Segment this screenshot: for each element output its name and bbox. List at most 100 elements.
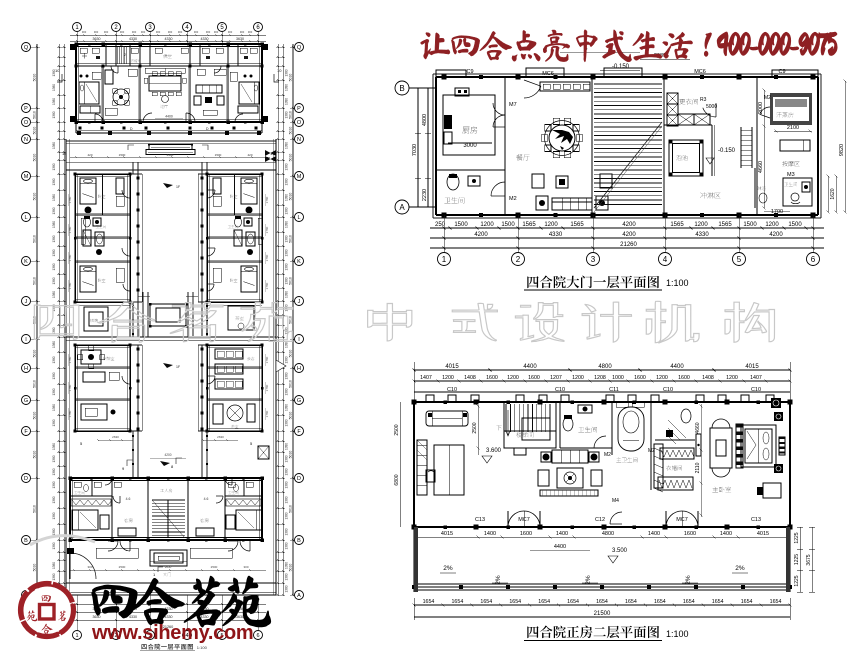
svg-text:8: 8 [171, 464, 174, 469]
svg-text:2500: 2500 [119, 565, 126, 569]
svg-text:5010: 5010 [33, 154, 37, 162]
svg-text:1380: 1380 [285, 481, 289, 488]
svg-text:4400: 4400 [165, 115, 173, 119]
svg-text:4015: 4015 [745, 364, 759, 370]
svg-text:1380: 1380 [52, 481, 56, 488]
svg-text:1600: 1600 [520, 531, 532, 537]
svg-text:900: 900 [132, 30, 137, 34]
svg-text:1380: 1380 [52, 496, 56, 503]
svg-text:M2: M2 [648, 448, 655, 454]
svg-text:21500: 21500 [594, 611, 611, 617]
svg-text:3630: 3630 [165, 565, 172, 569]
svg-text:5010: 5010 [33, 277, 37, 285]
svg-text:1400: 1400 [720, 531, 732, 537]
svg-text:H: H [24, 366, 28, 372]
svg-text:1380: 1380 [285, 263, 289, 270]
svg-text:4200: 4200 [164, 453, 171, 457]
svg-text:F: F [24, 429, 28, 435]
svg-text:M7: M7 [509, 102, 517, 108]
svg-text:3630: 3630 [93, 37, 101, 41]
svg-text:5010: 5010 [289, 451, 293, 459]
svg-text:250: 250 [435, 222, 446, 228]
svg-text:1565: 1565 [718, 222, 732, 228]
svg-text:3: 3 [148, 633, 151, 639]
svg-text:1380: 1380 [52, 419, 56, 426]
svg-text:1380: 1380 [285, 468, 289, 475]
svg-text:1380: 1380 [285, 207, 289, 214]
svg-text:1380: 1380 [52, 388, 56, 395]
svg-text:6: 6 [811, 255, 816, 264]
svg-text:1380: 1380 [285, 291, 289, 298]
svg-text:1500: 1500 [454, 222, 468, 228]
svg-text:J: J [25, 299, 28, 305]
svg-text:MC6: MC6 [694, 69, 706, 75]
svg-text:1380: 1380 [52, 249, 56, 256]
svg-text:3630: 3630 [93, 615, 101, 619]
svg-text:1780: 1780 [68, 282, 72, 289]
svg-text:900: 900 [168, 30, 173, 34]
svg-text:M3: M3 [787, 172, 795, 178]
svg-text:1200: 1200 [572, 375, 584, 381]
svg-text:6800: 6800 [394, 474, 400, 485]
svg-text:5: 5 [220, 25, 224, 31]
svg-text:R3: R3 [700, 97, 707, 103]
svg-text:900: 900 [156, 30, 161, 34]
svg-text:1780: 1780 [68, 356, 72, 363]
svg-text:1000: 1000 [612, 375, 624, 381]
svg-text:J: J [298, 299, 301, 305]
svg-text:1207: 1207 [550, 375, 562, 381]
svg-text:3: 3 [148, 25, 152, 31]
svg-text:C10: C10 [447, 387, 457, 393]
svg-text:900: 900 [141, 30, 146, 34]
svg-text:1380: 1380 [285, 194, 289, 201]
svg-text:1380: 1380 [52, 443, 56, 450]
svg-text:-0.150: -0.150 [718, 148, 736, 154]
svg-text:L: L [297, 215, 300, 221]
svg-text:I: I [25, 337, 27, 343]
svg-text:1380: 1380 [52, 263, 56, 270]
svg-text:4330: 4330 [201, 37, 209, 41]
svg-text:1380: 1380 [52, 84, 56, 91]
svg-text:1200: 1200 [765, 222, 779, 228]
svg-text:C11: C11 [609, 387, 619, 393]
svg-text:1780: 1780 [265, 254, 269, 261]
svg-text:M: M [297, 174, 302, 180]
svg-text:4015: 4015 [757, 531, 769, 537]
svg-text:1380: 1380 [285, 443, 289, 450]
svg-text:2%: 2% [585, 575, 592, 585]
svg-text:5010: 5010 [289, 111, 293, 119]
svg-text:2230: 2230 [422, 189, 428, 201]
svg-text:3630: 3630 [236, 37, 244, 41]
svg-text:1380: 1380 [285, 235, 289, 242]
svg-text:5010: 5010 [33, 193, 37, 201]
svg-text:1380: 1380 [285, 178, 289, 185]
svg-text:M4: M4 [612, 498, 619, 504]
svg-text:1:100: 1:100 [666, 629, 689, 639]
svg-text:1654: 1654 [683, 599, 695, 605]
svg-text:10: 10 [277, 68, 282, 73]
svg-text:2500: 2500 [211, 565, 218, 569]
svg-text:4: 4 [663, 255, 668, 264]
svg-text:9: 9 [122, 466, 125, 471]
svg-text:1380: 1380 [285, 496, 289, 503]
svg-text:900: 900 [214, 30, 219, 34]
svg-text:5010: 5010 [289, 235, 293, 243]
svg-text:21260: 21260 [163, 625, 174, 629]
svg-text:www.sihemy.com: www.sihemy.com [91, 622, 253, 644]
svg-text:5010: 5010 [289, 277, 293, 285]
svg-text:1380: 1380 [285, 419, 289, 426]
svg-text:900: 900 [94, 30, 99, 34]
svg-text:900: 900 [104, 30, 109, 34]
svg-text:3: 3 [591, 255, 596, 264]
svg-text:1: 1 [442, 255, 447, 264]
svg-text:B: B [24, 538, 28, 544]
svg-text:1500: 1500 [743, 222, 757, 228]
svg-text:3.500: 3.500 [612, 548, 628, 554]
svg-text:H: H [297, 366, 301, 372]
svg-text:1780: 1780 [265, 196, 269, 203]
svg-text:9820: 9820 [839, 144, 845, 156]
svg-text:1654: 1654 [741, 599, 753, 605]
svg-text:1380: 1380 [52, 207, 56, 214]
svg-text:2%: 2% [495, 575, 502, 585]
svg-text:1380: 1380 [52, 327, 56, 334]
